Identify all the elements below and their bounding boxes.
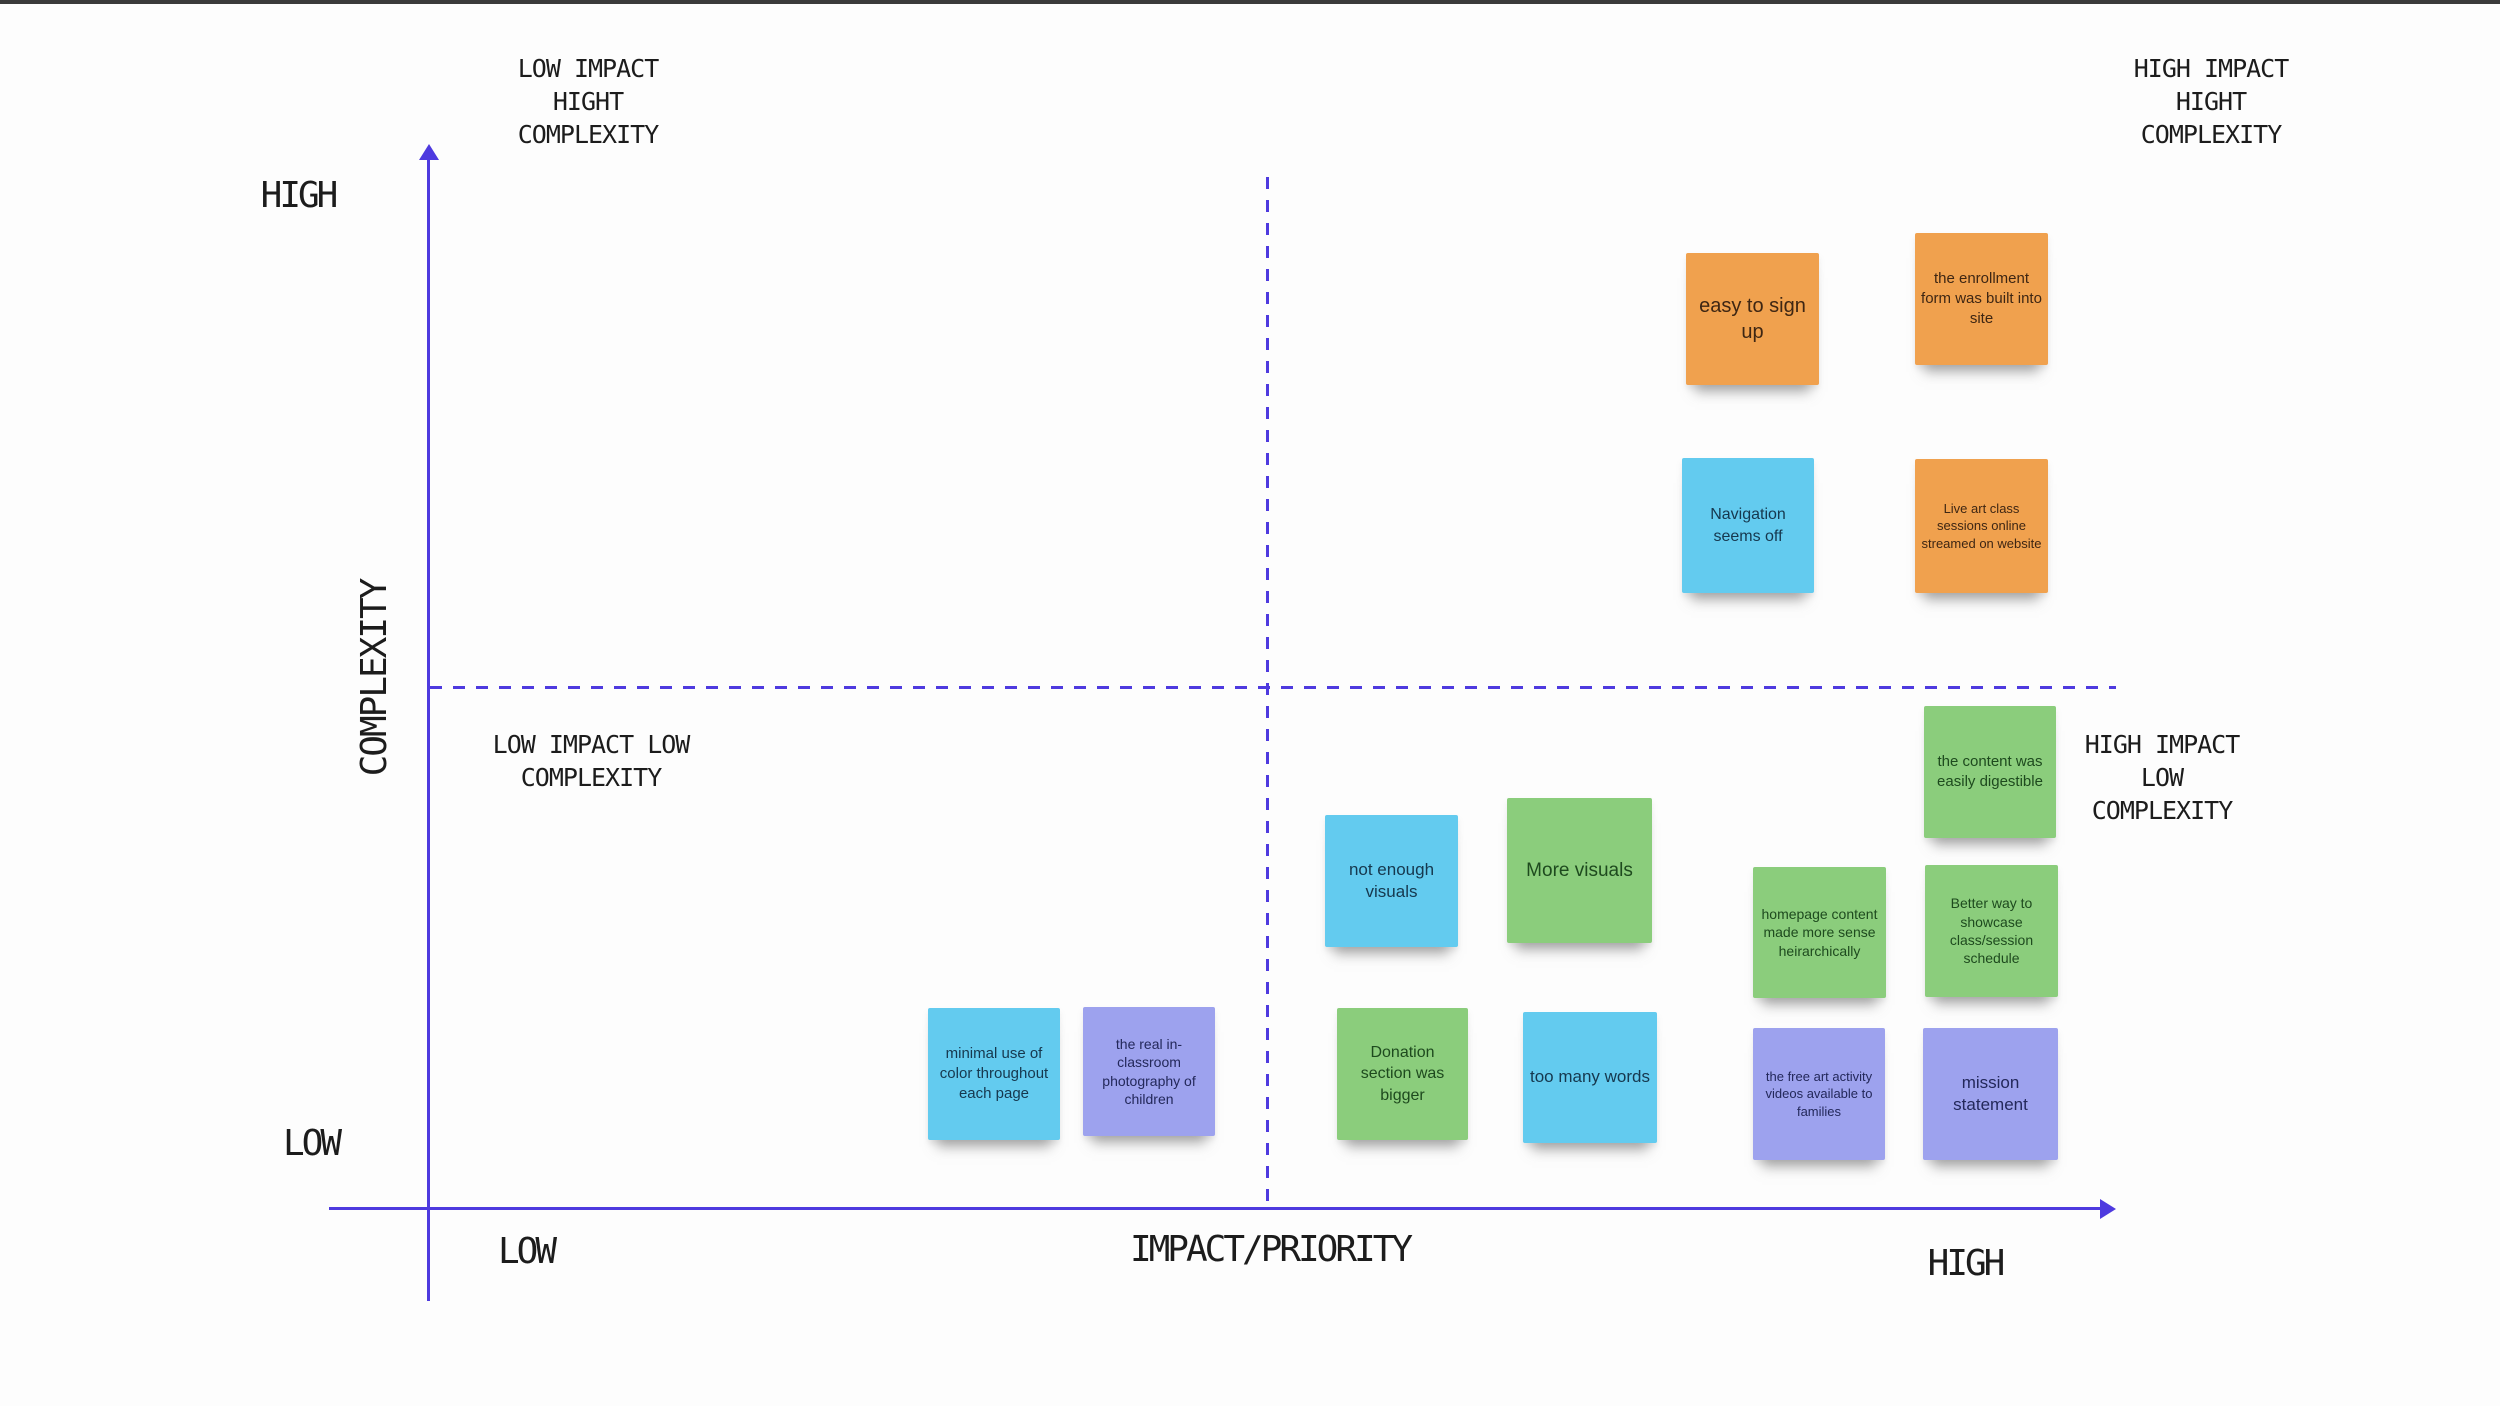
sticky-note-easy-to-sign-up[interactable]: easy to sign up xyxy=(1686,253,1819,385)
y-axis-title: COMPLEXITY xyxy=(354,579,395,777)
sticky-note-not-enough-visuals[interactable]: not enough visuals xyxy=(1325,815,1458,947)
quadrant-label-mid-left: LOW IMPACT LOW COMPLEXITY xyxy=(492,730,691,792)
x-axis-low-label: LOW xyxy=(497,1231,557,1272)
sticky-note-homepage-content[interactable]: homepage content made more sense heirarc… xyxy=(1753,867,1886,998)
sticky-note-better-way-showcase[interactable]: Better way to showcase class/session sch… xyxy=(1925,865,2058,997)
y-axis-high-label: HIGH xyxy=(260,175,339,216)
quadrant-label-top-left: LOW IMPACT HIGHT COMPLEXITY xyxy=(517,54,660,149)
sticky-note-mission-statement[interactable]: mission statement xyxy=(1923,1028,2058,1160)
screen-top-edge xyxy=(0,0,2500,4)
x-axis-high-label: HIGH xyxy=(1927,1243,2006,1284)
y-axis-line xyxy=(427,150,430,1301)
sticky-note-content-digestible[interactable]: the content was easily digestible xyxy=(1924,706,2056,838)
x-axis-arrow-icon xyxy=(2100,1198,2116,1219)
quadrant-label-mid-right: HIGH IMPACT LOW COMPLEXITY xyxy=(2084,730,2241,825)
sticky-note-too-many-words[interactable]: too many words xyxy=(1523,1012,1657,1143)
x-axis-title: IMPACT/PRIORITY xyxy=(1129,1229,1413,1270)
sticky-note-more-visuals[interactable]: More visuals xyxy=(1507,798,1652,943)
sticky-note-enrollment-form[interactable]: the enrollment form was built into site xyxy=(1915,233,2048,365)
quadrant-divider-vertical xyxy=(1266,177,1269,1204)
sticky-note-classroom-photography[interactable]: the real in-classroom photography of chi… xyxy=(1083,1007,1215,1136)
sticky-note-navigation-seems-off[interactable]: Navigation seems off xyxy=(1682,458,1814,593)
quadrant-divider-horizontal xyxy=(430,686,2116,689)
sticky-note-minimal-color[interactable]: minimal use of color throughout each pag… xyxy=(928,1008,1060,1140)
x-axis-line xyxy=(329,1207,2105,1210)
sticky-note-live-art-class[interactable]: Live art class sessions online streamed … xyxy=(1915,459,2048,593)
sticky-note-donation-section[interactable]: Donation section was bigger xyxy=(1337,1008,1468,1140)
quadrant-label-top-right: HIGH IMPACT HIGHT COMPLEXITY xyxy=(2133,54,2290,149)
y-axis-arrow-icon xyxy=(419,144,439,160)
sticky-note-free-art-videos[interactable]: the free art activity videos available t… xyxy=(1753,1028,1885,1160)
y-axis-low-label: LOW xyxy=(282,1123,342,1164)
